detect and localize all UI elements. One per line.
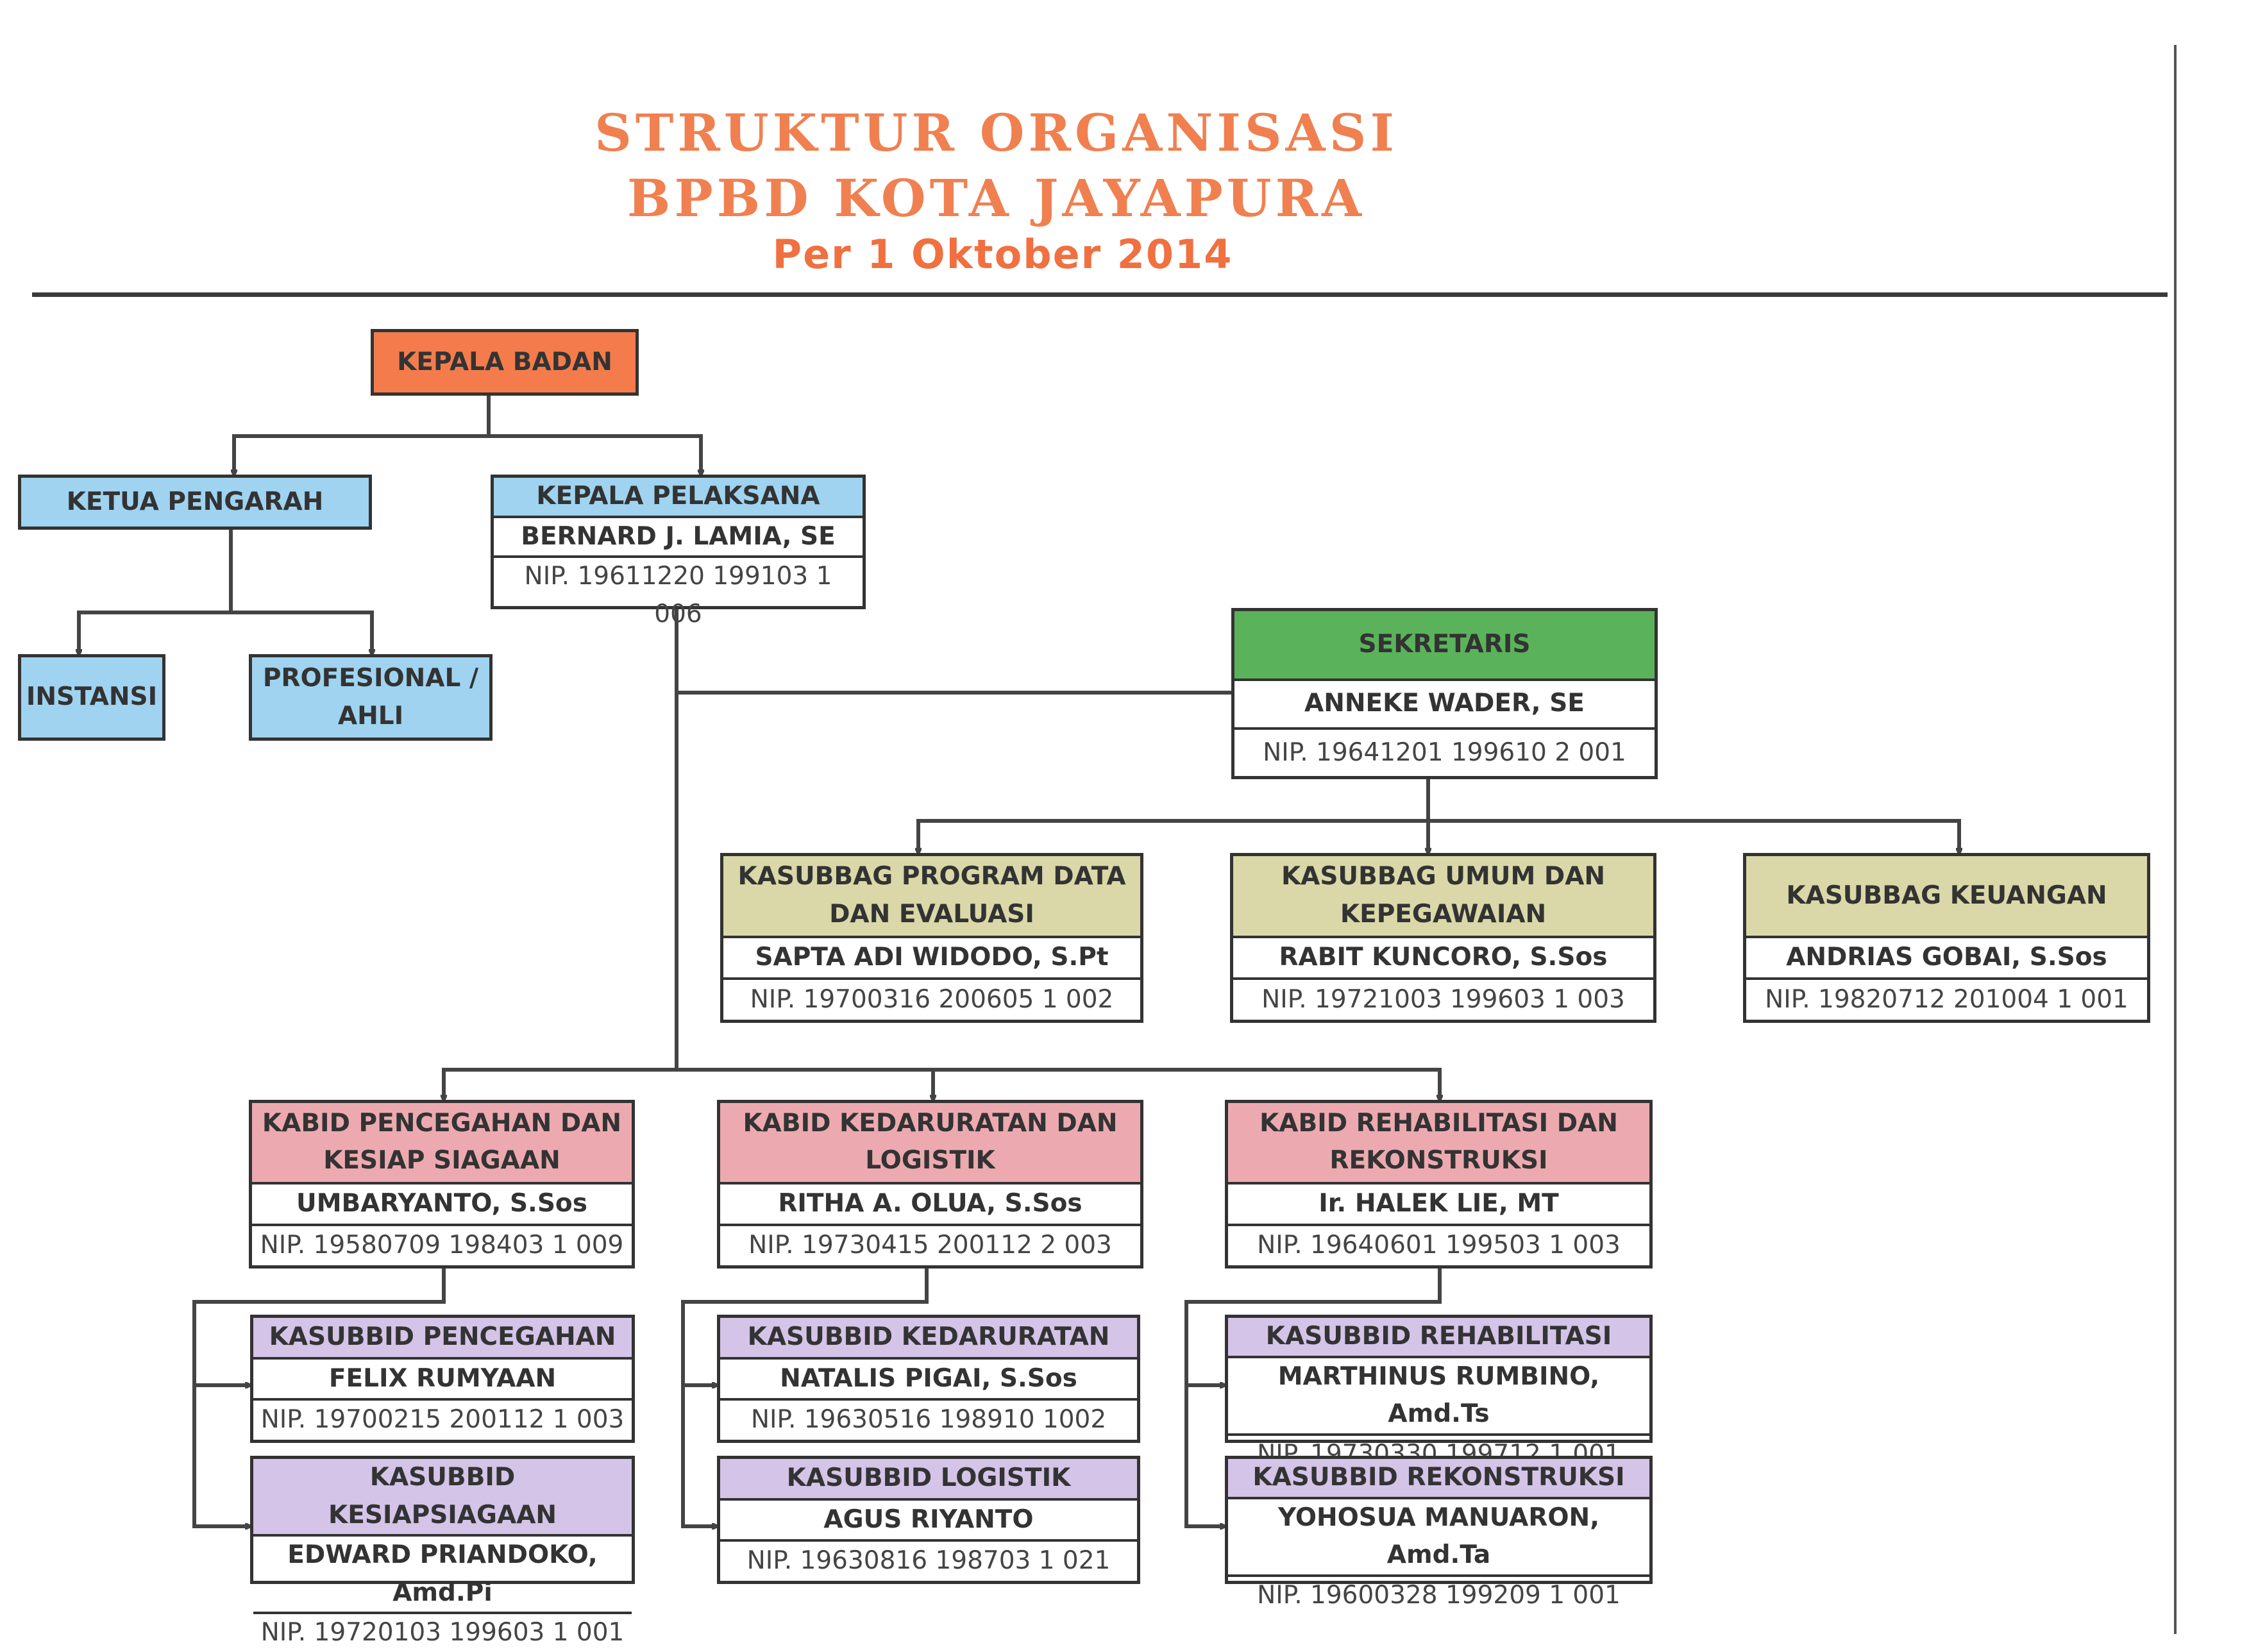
- kabid-kedaruratan-name: RITHA A. OLUA, S.Sos: [720, 1181, 1140, 1224]
- page-edge-line: [2174, 45, 2177, 1634]
- kasubbag-umum-nip: NIP. 19721003 199603 1 003: [1233, 977, 1653, 1020]
- kasubbid-kedaruratan-title: KASUBBID KEDARURATAN: [720, 1318, 1137, 1357]
- kepala-badan-title: KEPALA BADAN: [374, 332, 636, 392]
- kepala-badan-box: KEPALA BADAN: [371, 329, 639, 396]
- instansi-title: INSTANSI: [21, 657, 162, 738]
- sekretaris-box: SEKRETARIS ANNEKE WADER, SE NIP. 1964120…: [1231, 608, 1658, 779]
- kepala-pelaksana-title: KEPALA PELAKSANA: [494, 478, 863, 516]
- kasubbid-pencegahan-nip: NIP. 19700215 200112 1 003: [253, 1398, 632, 1440]
- kabid-rehabilitasi-nip: NIP. 19640601 199503 1 003: [1228, 1223, 1649, 1265]
- kasubbag-keuangan-name: ANDRIAS GOBAI, S.Sos: [1746, 935, 2147, 978]
- kasubbag-keuangan-nip: NIP. 19820712 201004 1 001: [1746, 977, 2147, 1020]
- kabid-pencegahan-nip: NIP. 19580709 198403 1 009: [252, 1223, 632, 1265]
- ketua-pengarah-title: KETUA PENGARAH: [21, 478, 369, 527]
- kabid-pencegahan-name: UMBARYANTO, S.Sos: [252, 1181, 632, 1224]
- kasubbid-kedaruratan-name: NATALIS PIGAI, S.Sos: [720, 1356, 1137, 1399]
- sekretaris-nip: NIP. 19641201 199610 2 001: [1234, 727, 1655, 776]
- kabid-rehabilitasi-name: Ir. HALEK LIE, MT: [1228, 1181, 1649, 1224]
- kasubbag-umum-box: KASUBBAG UMUM DAN KEPEGAWAIAN RABIT KUNC…: [1230, 853, 1656, 1023]
- kasubbag-program-box: KASUBBAG PROGRAM DATA DAN EVALUASI SAPTA…: [720, 853, 1143, 1023]
- kasubbid-pencegahan-name: FELIX RUMYAAN: [253, 1356, 632, 1399]
- profesional-ahli-box: PROFESIONAL / AHLI: [249, 654, 493, 741]
- kasubbid-kesiapsiagaan-nip: NIP. 19720103 199603 1 001: [253, 1612, 632, 1652]
- kasubbid-kesiapsiagaan-title: KASUBBID KESIAPSIAGAAN: [253, 1459, 632, 1534]
- kabid-rehabilitasi-title: KABID REHABILITASI DAN REKONSTRUKSI: [1228, 1103, 1649, 1182]
- kasubbag-program-title: KASUBBAG PROGRAM DATA DAN EVALUASI: [723, 856, 1140, 936]
- kabid-rehabilitasi-box: KABID REHABILITASI DAN REKONSTRUKSI Ir. …: [1225, 1100, 1653, 1268]
- kabid-kedaruratan-title: KABID KEDARURATAN DAN LOGISTIK: [720, 1103, 1140, 1182]
- kasubbid-kesiapsiagaan-box: KASUBBID KESIAPSIAGAAN EDWARD PRIANDOKO,…: [250, 1456, 635, 1647]
- sekretaris-name: ANNEKE WADER, SE: [1234, 678, 1655, 727]
- profesional-ahli-title: PROFESIONAL / AHLI: [252, 657, 489, 738]
- kabid-pencegahan-title: KABID PENCEGAHAN DAN KESIAP SIAGAAN: [252, 1103, 632, 1182]
- kasubbid-rehabilitasi-name: MARTHINUS RUMBINO, Amd.Ts: [1228, 1355, 1649, 1433]
- kasubbid-rekonstruksi-box: KASUBBID REKONSTRUKSI YOHOSUA MANUARON, …: [1225, 1456, 1653, 1610]
- kasubbid-rekonstruksi-name: YOHOSUA MANUARON, Amd.Ta: [1228, 1496, 1649, 1574]
- chart-date: Per 1 Oktober 2014: [772, 231, 1233, 278]
- kasubbid-logistik-box: KASUBBID LOGISTIK AGUS RIYANTO NIP. 1963…: [717, 1456, 1140, 1584]
- kasubbid-rehabilitasi-title: KASUBBID REHABILITASI: [1228, 1318, 1649, 1356]
- kasubbid-logistik-title: KASUBBID LOGISTIK: [720, 1459, 1137, 1498]
- kasubbag-umum-name: RABIT KUNCORO, S.Sos: [1233, 935, 1653, 978]
- header-divider: [32, 292, 2168, 297]
- kasubbid-rehabilitasi-box: KASUBBID REHABILITASI MARTHINUS RUMBINO,…: [1225, 1315, 1653, 1469]
- kasubbag-program-nip: NIP. 19700316 200605 1 002: [723, 977, 1140, 1020]
- kepala-pelaksana-nip: NIP. 19611220 199103 1 006: [494, 555, 863, 633]
- kepala-pelaksana-name: BERNARD J. LAMIA, SE: [494, 515, 863, 556]
- kasubbag-program-name: SAPTA ADI WIDODO, S.Pt: [723, 935, 1140, 978]
- chart-title-line1: STRUKTUR ORGANISASI: [594, 103, 1398, 163]
- kasubbid-kedaruratan-nip: NIP. 19630516 198910 1002: [720, 1398, 1137, 1440]
- kasubbag-umum-title: KASUBBAG UMUM DAN KEPEGAWAIAN: [1233, 856, 1653, 936]
- ketua-pengarah-box: KETUA PENGARAH: [18, 475, 372, 530]
- kabid-pencegahan-box: KABID PENCEGAHAN DAN KESIAP SIAGAAN UMBA…: [249, 1100, 635, 1268]
- kasubbid-pencegahan-box: KASUBBID PENCEGAHAN FELIX RUMYAAN NIP. 1…: [250, 1315, 635, 1443]
- kasubbid-kesiapsiagaan-name: EDWARD PRIANDOKO, Amd.Pi: [253, 1534, 632, 1612]
- kasubbid-logistik-name: AGUS RIYANTO: [720, 1497, 1137, 1540]
- kasubbid-pencegahan-title: KASUBBID PENCEGAHAN: [253, 1318, 632, 1357]
- kasubbid-rekonstruksi-title: KASUBBID REKONSTRUKSI: [1228, 1459, 1649, 1497]
- kasubbag-keuangan-title: KASUBBAG KEUANGAN: [1746, 856, 2147, 936]
- instansi-box: INSTANSI: [18, 654, 165, 741]
- kasubbid-kedaruratan-box: KASUBBID KEDARURATAN NATALIS PIGAI, S.So…: [717, 1315, 1140, 1443]
- chart-title-line2: BPBD KOTA JAYAPURA: [627, 168, 1366, 228]
- kasubbid-rekonstruksi-nip: NIP. 19600328 199209 1 001: [1228, 1574, 1649, 1615]
- kepala-pelaksana-box: KEPALA PELAKSANA BERNARD J. LAMIA, SE NI…: [491, 475, 866, 628]
- kasubbag-keuangan-box: KASUBBAG KEUANGAN ANDRIAS GOBAI, S.Sos N…: [1743, 853, 2150, 1023]
- kasubbid-logistik-nip: NIP. 19630816 198703 1 021: [720, 1539, 1137, 1581]
- sekretaris-title: SEKRETARIS: [1234, 611, 1655, 678]
- kabid-kedaruratan-box: KABID KEDARURATAN DAN LOGISTIK RITHA A. …: [717, 1100, 1143, 1268]
- kabid-kedaruratan-nip: NIP. 19730415 200112 2 003: [720, 1223, 1140, 1265]
